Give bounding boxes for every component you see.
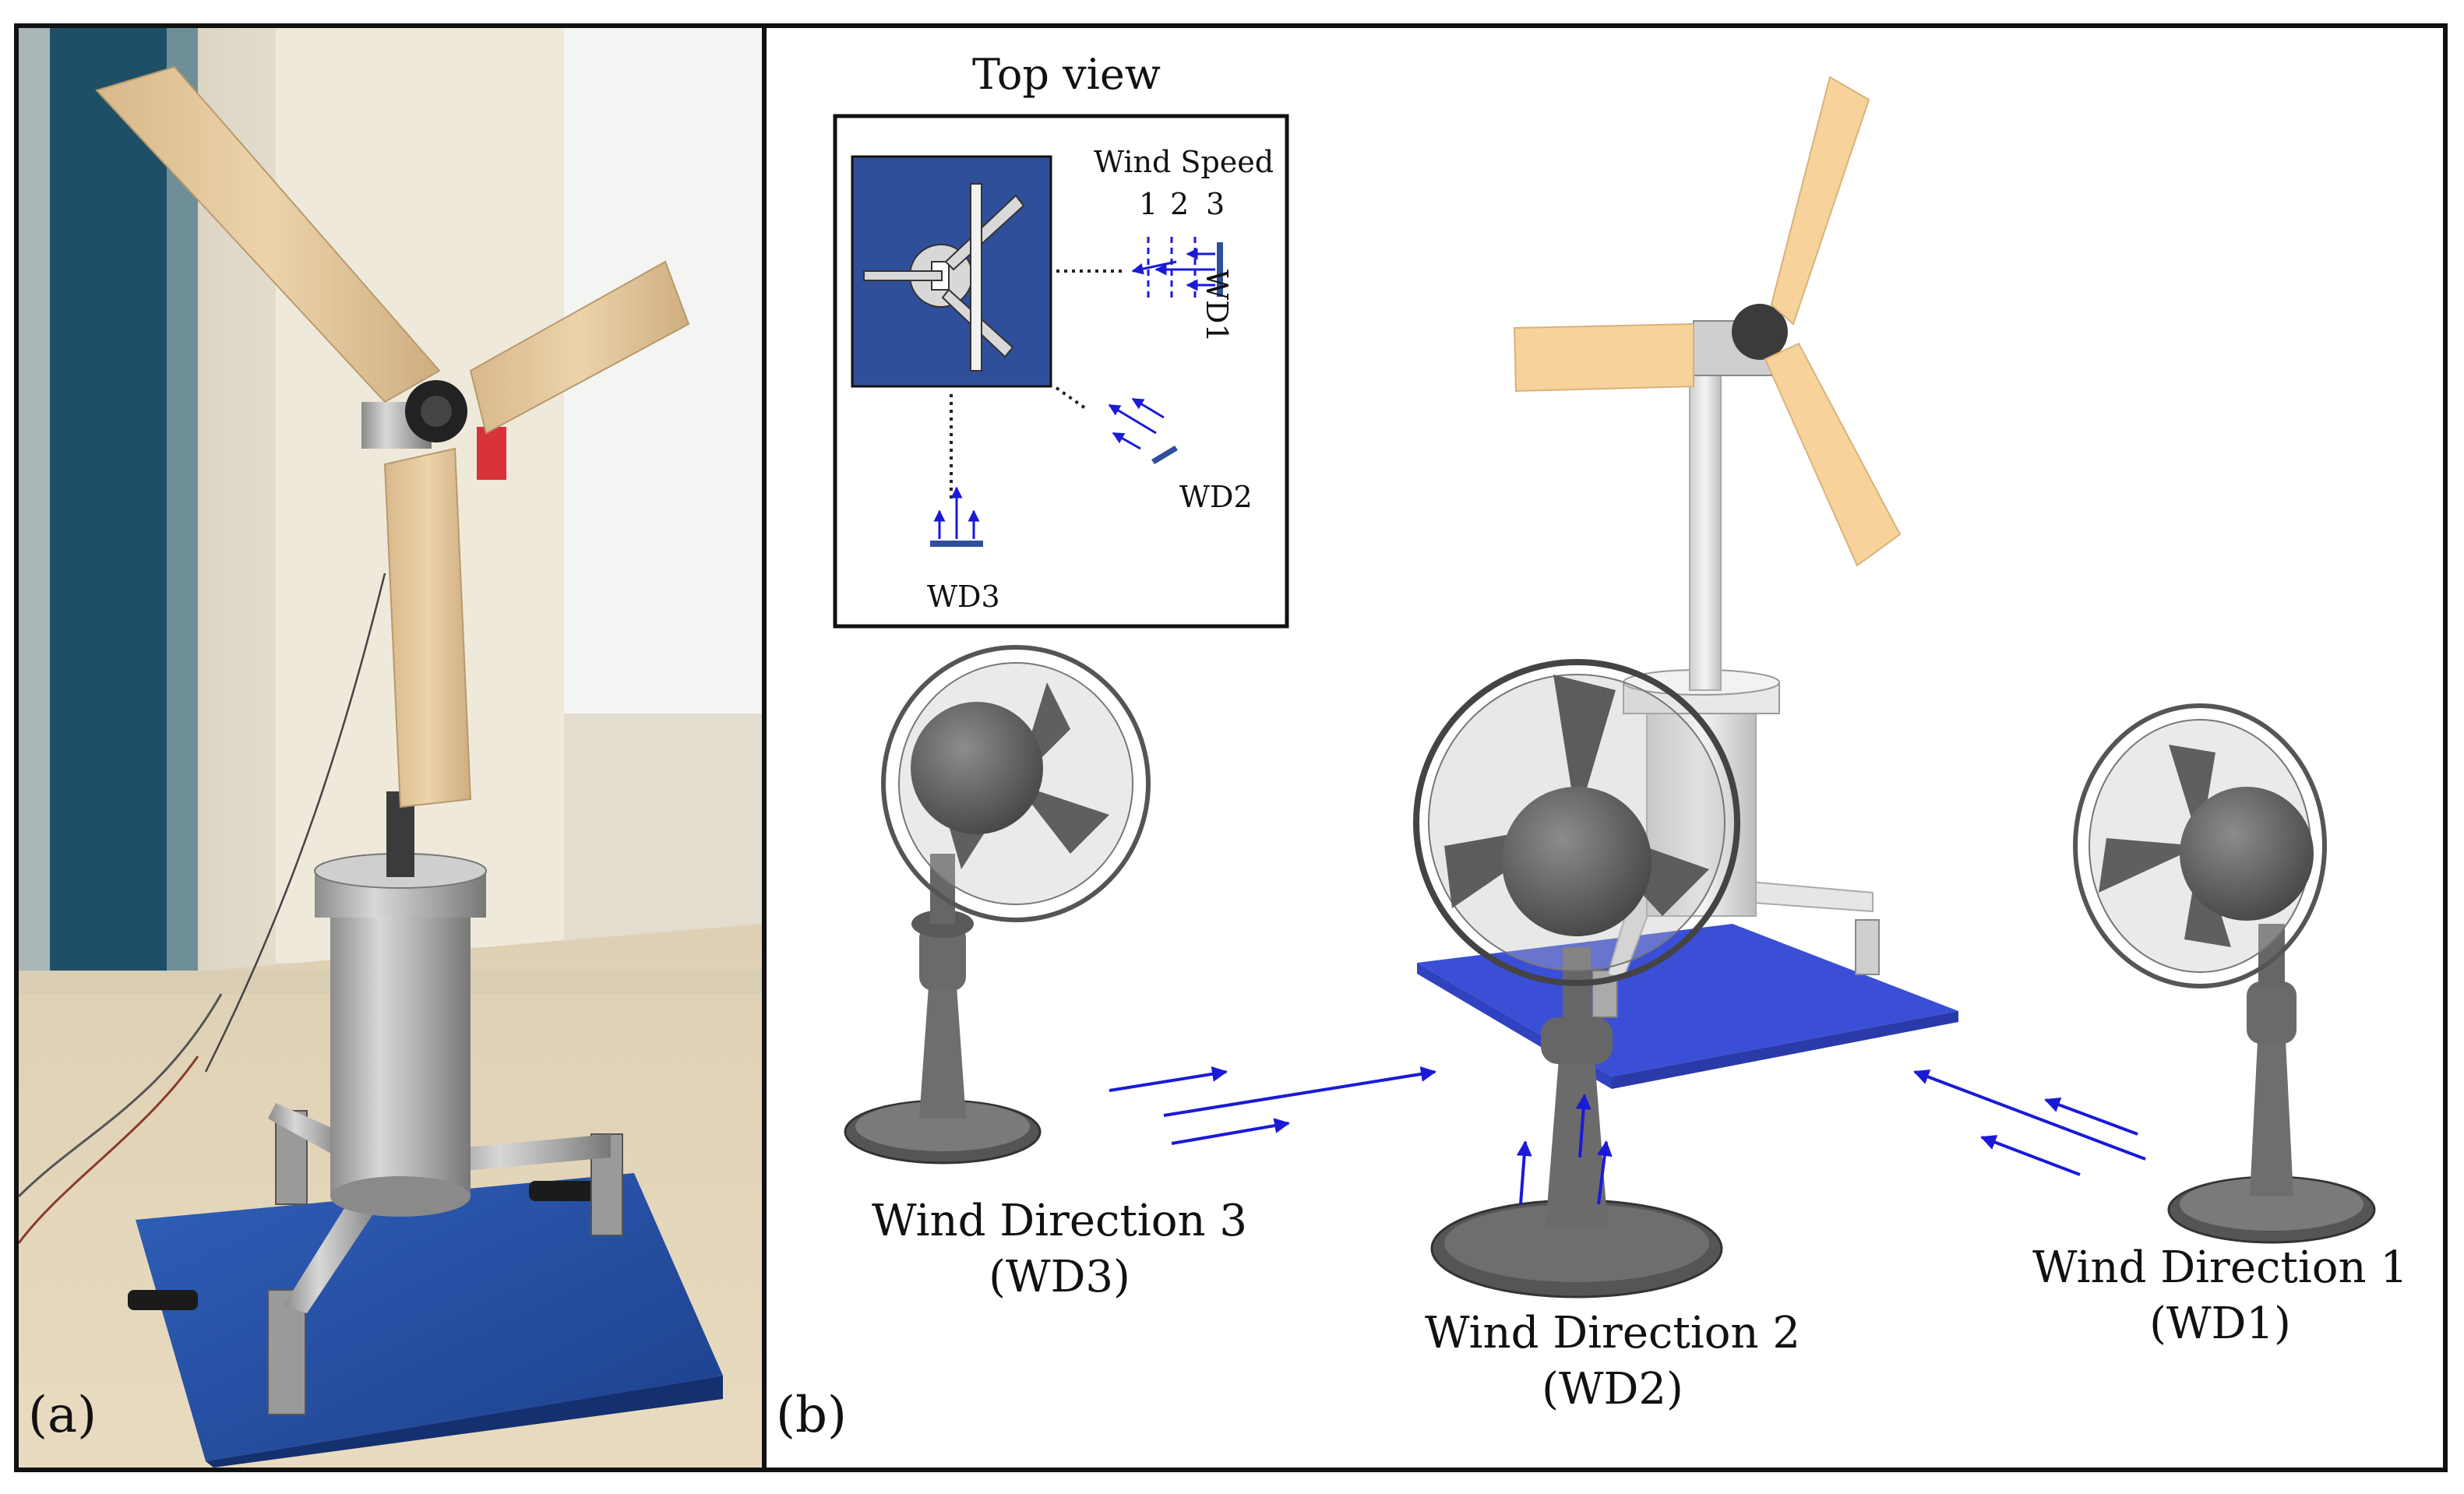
- caption-wd2-line1: Wind Direction 2: [1425, 1308, 1800, 1358]
- cad-render-illustration: [833, 76, 2376, 1298]
- speed-level-2: 2: [1170, 187, 1190, 221]
- caption-wd2-line2: (WD2): [1542, 1364, 1683, 1415]
- wind-arrows: [1109, 1066, 2146, 1205]
- wd2-tag: WD2: [1179, 480, 1253, 514]
- caption-wd1-line2: (WD1): [2149, 1298, 2291, 1349]
- top-view-title: Top view: [972, 50, 1161, 99]
- panel-divider: [762, 23, 767, 1472]
- speed-level-3: 3: [1206, 187, 1225, 221]
- wind-speed-label: Wind Speed: [1094, 145, 1274, 179]
- prototype-photo-illustration: [19, 28, 762, 1468]
- caption-wd3-line2: (WD3): [989, 1252, 1130, 1302]
- fan-wd1: [2073, 703, 2376, 1244]
- caption-wd1: Wind Direction 1 (WD1): [2018, 1240, 2423, 1352]
- figure-frame: [14, 23, 2448, 1472]
- panel-a-label: (a): [28, 1387, 97, 1444]
- blade-left: [1513, 322, 1694, 393]
- prototype-photo: [19, 28, 762, 1468]
- speed-level-1: 1: [1139, 187, 1158, 221]
- caption-wd3-line1: Wind Direction 3: [872, 1196, 1247, 1246]
- panel-b-label: (b): [776, 1387, 847, 1444]
- caption-wd2: Wind Direction 2 (WD2): [1410, 1305, 1815, 1418]
- blade-top: [1770, 76, 1870, 326]
- caption-wd1-line1: Wind Direction 1: [2032, 1242, 2408, 1293]
- wd3-tag: WD3: [927, 580, 1000, 614]
- blade-right: [1764, 342, 1902, 567]
- fan-wd2: [1413, 659, 1740, 1298]
- fan-wd3: [844, 645, 1151, 1165]
- cad-render-panel: [767, 28, 2443, 1468]
- caption-wd3: Wind Direction 3 (WD3): [857, 1193, 1262, 1305]
